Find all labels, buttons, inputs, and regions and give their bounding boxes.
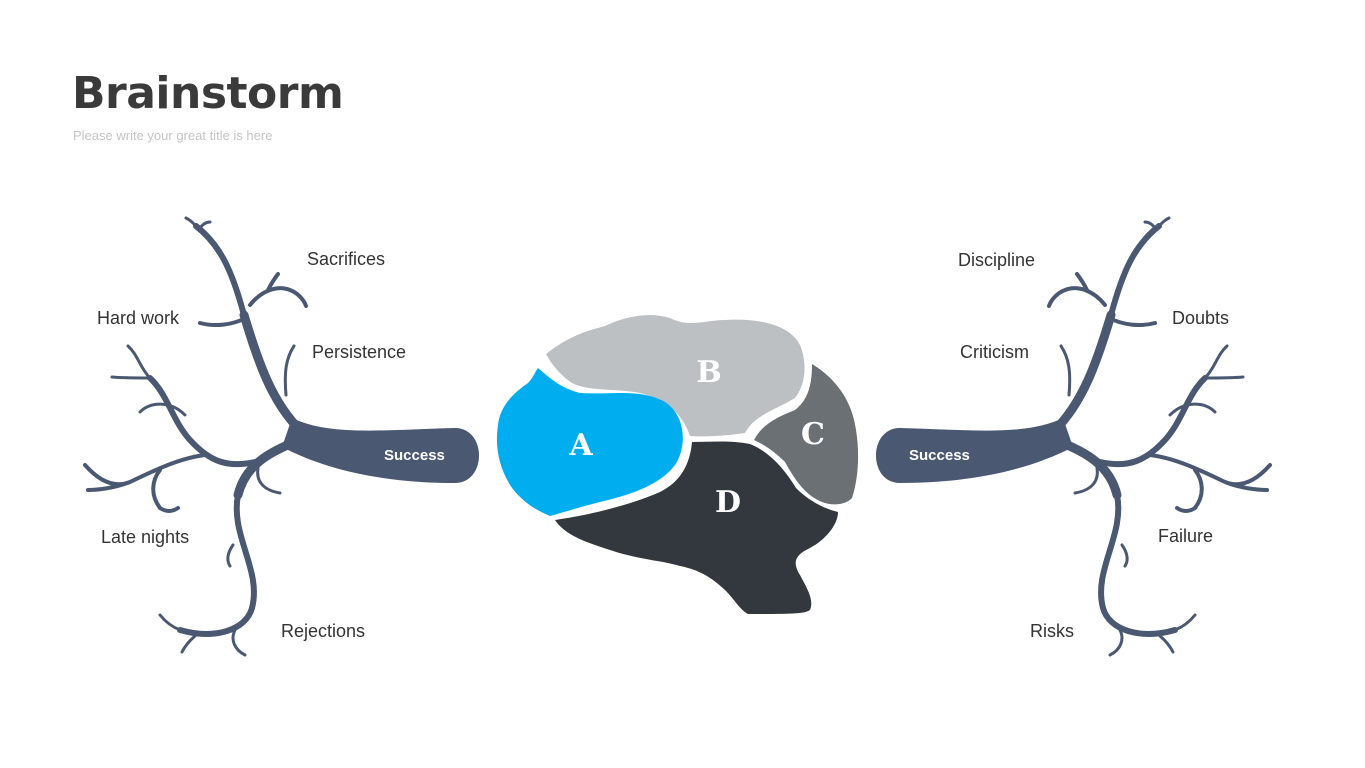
label-criticism: Criticism	[960, 342, 1029, 362]
label-sacrifices: Sacrifices	[307, 249, 386, 269]
label-persistence: Persistence	[312, 342, 407, 362]
label-hard-work: Hard work	[97, 308, 180, 328]
left-success-label: Success	[384, 447, 445, 464]
brain-region-c[interactable]	[754, 364, 859, 505]
brain-label-c: C	[801, 417, 825, 452]
label-rejections: Rejections	[281, 621, 366, 641]
page-title: Brainstorm	[72, 68, 344, 119]
right-success-label: Success	[909, 447, 970, 464]
label-risks: Risks	[1030, 621, 1074, 641]
page-subtitle: Please write your great title is here	[73, 128, 273, 143]
brain-region-b[interactable]	[546, 315, 805, 437]
label-failure: Failure	[1158, 526, 1214, 546]
left-tree	[85, 218, 479, 655]
brain: A B C D	[496, 315, 859, 615]
label-late-nights: Late nights	[101, 527, 190, 547]
brain-label-d: D	[715, 485, 741, 520]
label-doubts: Doubts	[1172, 308, 1230, 328]
right-tree	[876, 218, 1270, 655]
brain-label-a: A	[568, 428, 593, 463]
label-discipline: Discipline	[958, 250, 1036, 270]
brain-region-a[interactable]	[496, 368, 683, 516]
brain-region-d[interactable]	[555, 441, 838, 615]
brain-label-b: B	[696, 355, 721, 390]
